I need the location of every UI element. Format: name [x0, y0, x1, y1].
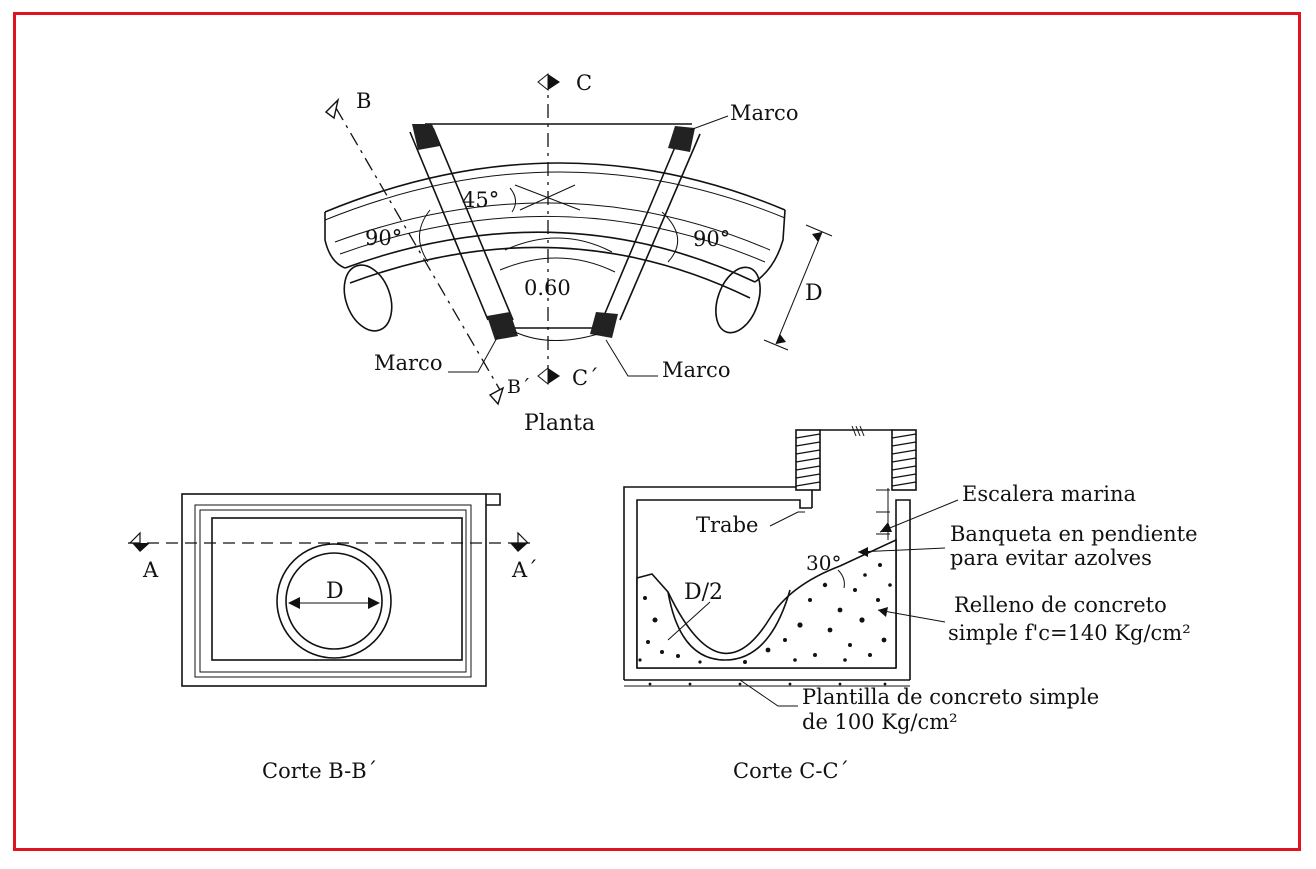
cut-label-c: C [576, 71, 592, 95]
cut-label-b: B [356, 89, 371, 113]
trabe-label: Trabe [696, 513, 758, 537]
planta-view: B C Marco 45° 90° 90° 0.60 D Marco Marco… [324, 71, 833, 436]
cut-label-a: A [142, 558, 159, 582]
marco-label-bottom-left: Marco [374, 351, 442, 375]
drawing-frame [13, 12, 1301, 851]
diameter-label-bb: D [326, 579, 344, 604]
plantilla-label-1: Plantilla de concreto simple [802, 685, 1099, 709]
corte-cc-title: Corte C-C´ [733, 759, 849, 783]
diameter-label-planta: D [805, 281, 823, 306]
half-diameter-label: D/2 [684, 580, 723, 605]
marco-label-bottom-right: Marco [662, 358, 730, 382]
planta-title: Planta [524, 411, 595, 436]
escalera-label: Escalera marina [962, 482, 1136, 506]
cut-label-c-prime: C´ [572, 366, 599, 390]
cut-label-b-prime: B´ [507, 376, 530, 398]
angle-left-label: 90° [365, 226, 402, 250]
marco-label-top-right: Marco [730, 101, 798, 125]
cut-label-a-prime: A´ [511, 558, 538, 582]
angle-right-label: 90° [693, 227, 730, 251]
corte-bb-view: D A A´ Corte B-B´ [128, 493, 538, 783]
corte-cc-view: Trabe D/2 30° Escalera marina Banqueta e… [623, 425, 1198, 783]
plantilla-label-2: de 100 Kg/cm² [802, 710, 958, 734]
angle-30-label: 30° [806, 551, 841, 575]
relleno-label-1: Relleno de concreto [954, 593, 1167, 617]
banqueta-label-1: Banqueta en pendiente [950, 522, 1198, 546]
corte-bb-title: Corte B-B´ [262, 759, 377, 783]
width-label: 0.60 [524, 276, 571, 300]
angle-center-label: 45° [462, 188, 499, 212]
banqueta-label-2: para evitar azolves [950, 546, 1152, 570]
relleno-label-2: simple f'c=140 Kg/cm² [948, 621, 1191, 645]
